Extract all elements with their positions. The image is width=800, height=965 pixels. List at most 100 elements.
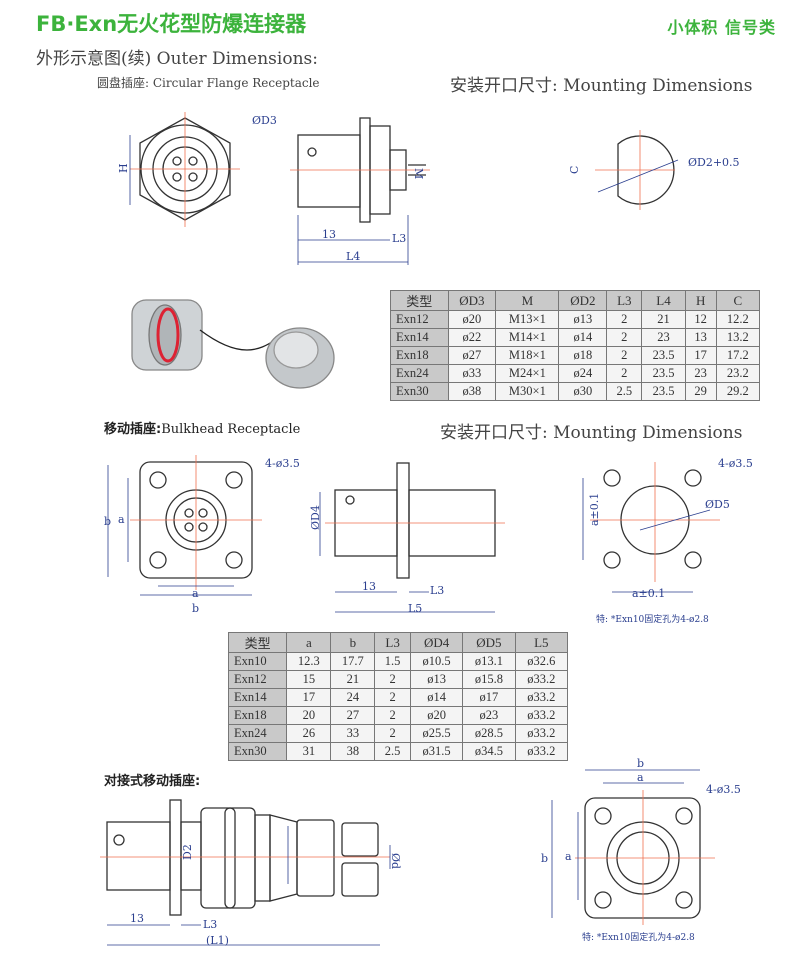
table-cell: 12.3 <box>286 652 332 671</box>
table-cell: ø13 <box>409 670 464 689</box>
table-cell: ø33.2 <box>514 724 569 743</box>
label-d5: ØD5 <box>705 498 730 511</box>
table-cell: 20 <box>286 706 332 725</box>
table-cell: 29 <box>684 382 717 401</box>
table-cell: Exn24 <box>227 724 288 743</box>
table-cell: 23.5 <box>641 364 686 383</box>
label-l5: L5 <box>408 602 422 615</box>
label-a-vert: a <box>118 513 125 526</box>
outer-dimensions-heading: 外形示意图(续) Outer Dimensions: <box>36 49 318 69</box>
table-cell: ø14 <box>558 328 608 347</box>
table-cell: 17 <box>286 688 332 707</box>
table-cell: 2 <box>374 724 411 743</box>
table-cell: ø13.1 <box>462 652 516 671</box>
table-cell: 12.2 <box>715 310 761 329</box>
table-header-cell: a <box>286 632 332 653</box>
label-holes-mount: 4-ø3.5 <box>718 457 753 470</box>
table-cell: ø34.5 <box>462 742 516 761</box>
mating-receptacle-heading: 对接式移动插座: <box>104 774 201 789</box>
table-cell: M18×1 <box>495 346 560 365</box>
table-cell: 17 <box>684 346 717 365</box>
bulkhead-heading: 移动插座:Bulkhead Receptacle <box>104 418 300 437</box>
bulkhead-side-view <box>334 462 496 579</box>
table-cell: ø17 <box>462 688 516 707</box>
table-header-cell: 类型 <box>227 632 288 653</box>
exn10-note: 特: *Exn10固定孔为4-ø2.8 <box>596 613 709 625</box>
label-l1: (L1) <box>206 934 229 947</box>
table-cell: 13.2 <box>715 328 761 347</box>
label-a-vert: a <box>565 850 572 863</box>
table-cell: ø20 <box>447 310 497 329</box>
table-cell: Exn18 <box>227 706 288 725</box>
table-cell: 2 <box>374 706 411 725</box>
table-header-cell: L4 <box>641 290 686 311</box>
table-header-cell: ØD3 <box>447 290 497 311</box>
table-cell: ø22 <box>447 328 497 347</box>
label-d3: ØD3 <box>252 114 277 127</box>
table-cell: M24×1 <box>495 364 560 383</box>
table-cell: Exn14 <box>227 688 288 707</box>
table-cell: M13×1 <box>495 310 560 329</box>
table-cell: ø27 <box>447 346 497 365</box>
label-l3: L3 <box>203 918 217 931</box>
table-header-cell: L5 <box>514 632 569 653</box>
table-cell: 27 <box>330 706 376 725</box>
label-holes: 4-ø3.5 <box>706 783 741 796</box>
label-b: b <box>192 602 199 615</box>
table-cell: 15 <box>286 670 332 689</box>
table-cell: 33 <box>330 724 376 743</box>
table-cell: ø10.5 <box>409 652 464 671</box>
label-l4: L4 <box>346 250 360 263</box>
table-cell: ø20 <box>409 706 464 725</box>
table-cell: ø15.8 <box>462 670 516 689</box>
table-cell: 29.2 <box>715 382 761 401</box>
table-cell: 1.5 <box>374 652 411 671</box>
circular-flange-heading: 圆盘插座: Circular Flange Receptacle <box>97 76 320 90</box>
table-cell: Exn14 <box>390 328 449 347</box>
table-cell: ø33.2 <box>514 670 569 689</box>
centerlines <box>100 112 720 925</box>
table-cell: ø13 <box>558 310 608 329</box>
label-m: M <box>412 168 425 179</box>
label-d: Ød <box>389 853 402 869</box>
label-d2: D2 <box>181 844 194 860</box>
table-header-cell: ØD2 <box>558 290 608 311</box>
table-cell: 23 <box>684 364 717 383</box>
table-cell: ø25.5 <box>409 724 464 743</box>
table-cell: ø18 <box>558 346 608 365</box>
table-cell: ø33.2 <box>514 688 569 707</box>
table-cell: ø30 <box>558 382 608 401</box>
table-cell: M14×1 <box>495 328 560 347</box>
table-cell: Exn24 <box>390 364 449 383</box>
d-cutout <box>617 135 675 205</box>
label-13: 13 <box>322 228 336 241</box>
table-cell: ø33 <box>447 364 497 383</box>
table-cell: 13 <box>684 328 717 347</box>
table-header-cell: M <box>495 290 560 311</box>
label-d2: ØD2+0.5 <box>688 156 740 169</box>
table-cell: ø24 <box>558 364 608 383</box>
table-cell: 21 <box>330 670 376 689</box>
table-cell: 2 <box>606 328 643 347</box>
table-header-cell: L3 <box>606 290 643 311</box>
mating-receptacle-side-view <box>106 799 379 916</box>
table-header-cell: H <box>684 290 717 311</box>
table-cell: ø31.5 <box>409 742 464 761</box>
table-cell: 23.5 <box>641 346 686 365</box>
table-cell: 24 <box>330 688 376 707</box>
table-cell: Exn30 <box>227 742 288 761</box>
table-cell: 23.5 <box>641 382 686 401</box>
label-h: H <box>117 163 130 173</box>
